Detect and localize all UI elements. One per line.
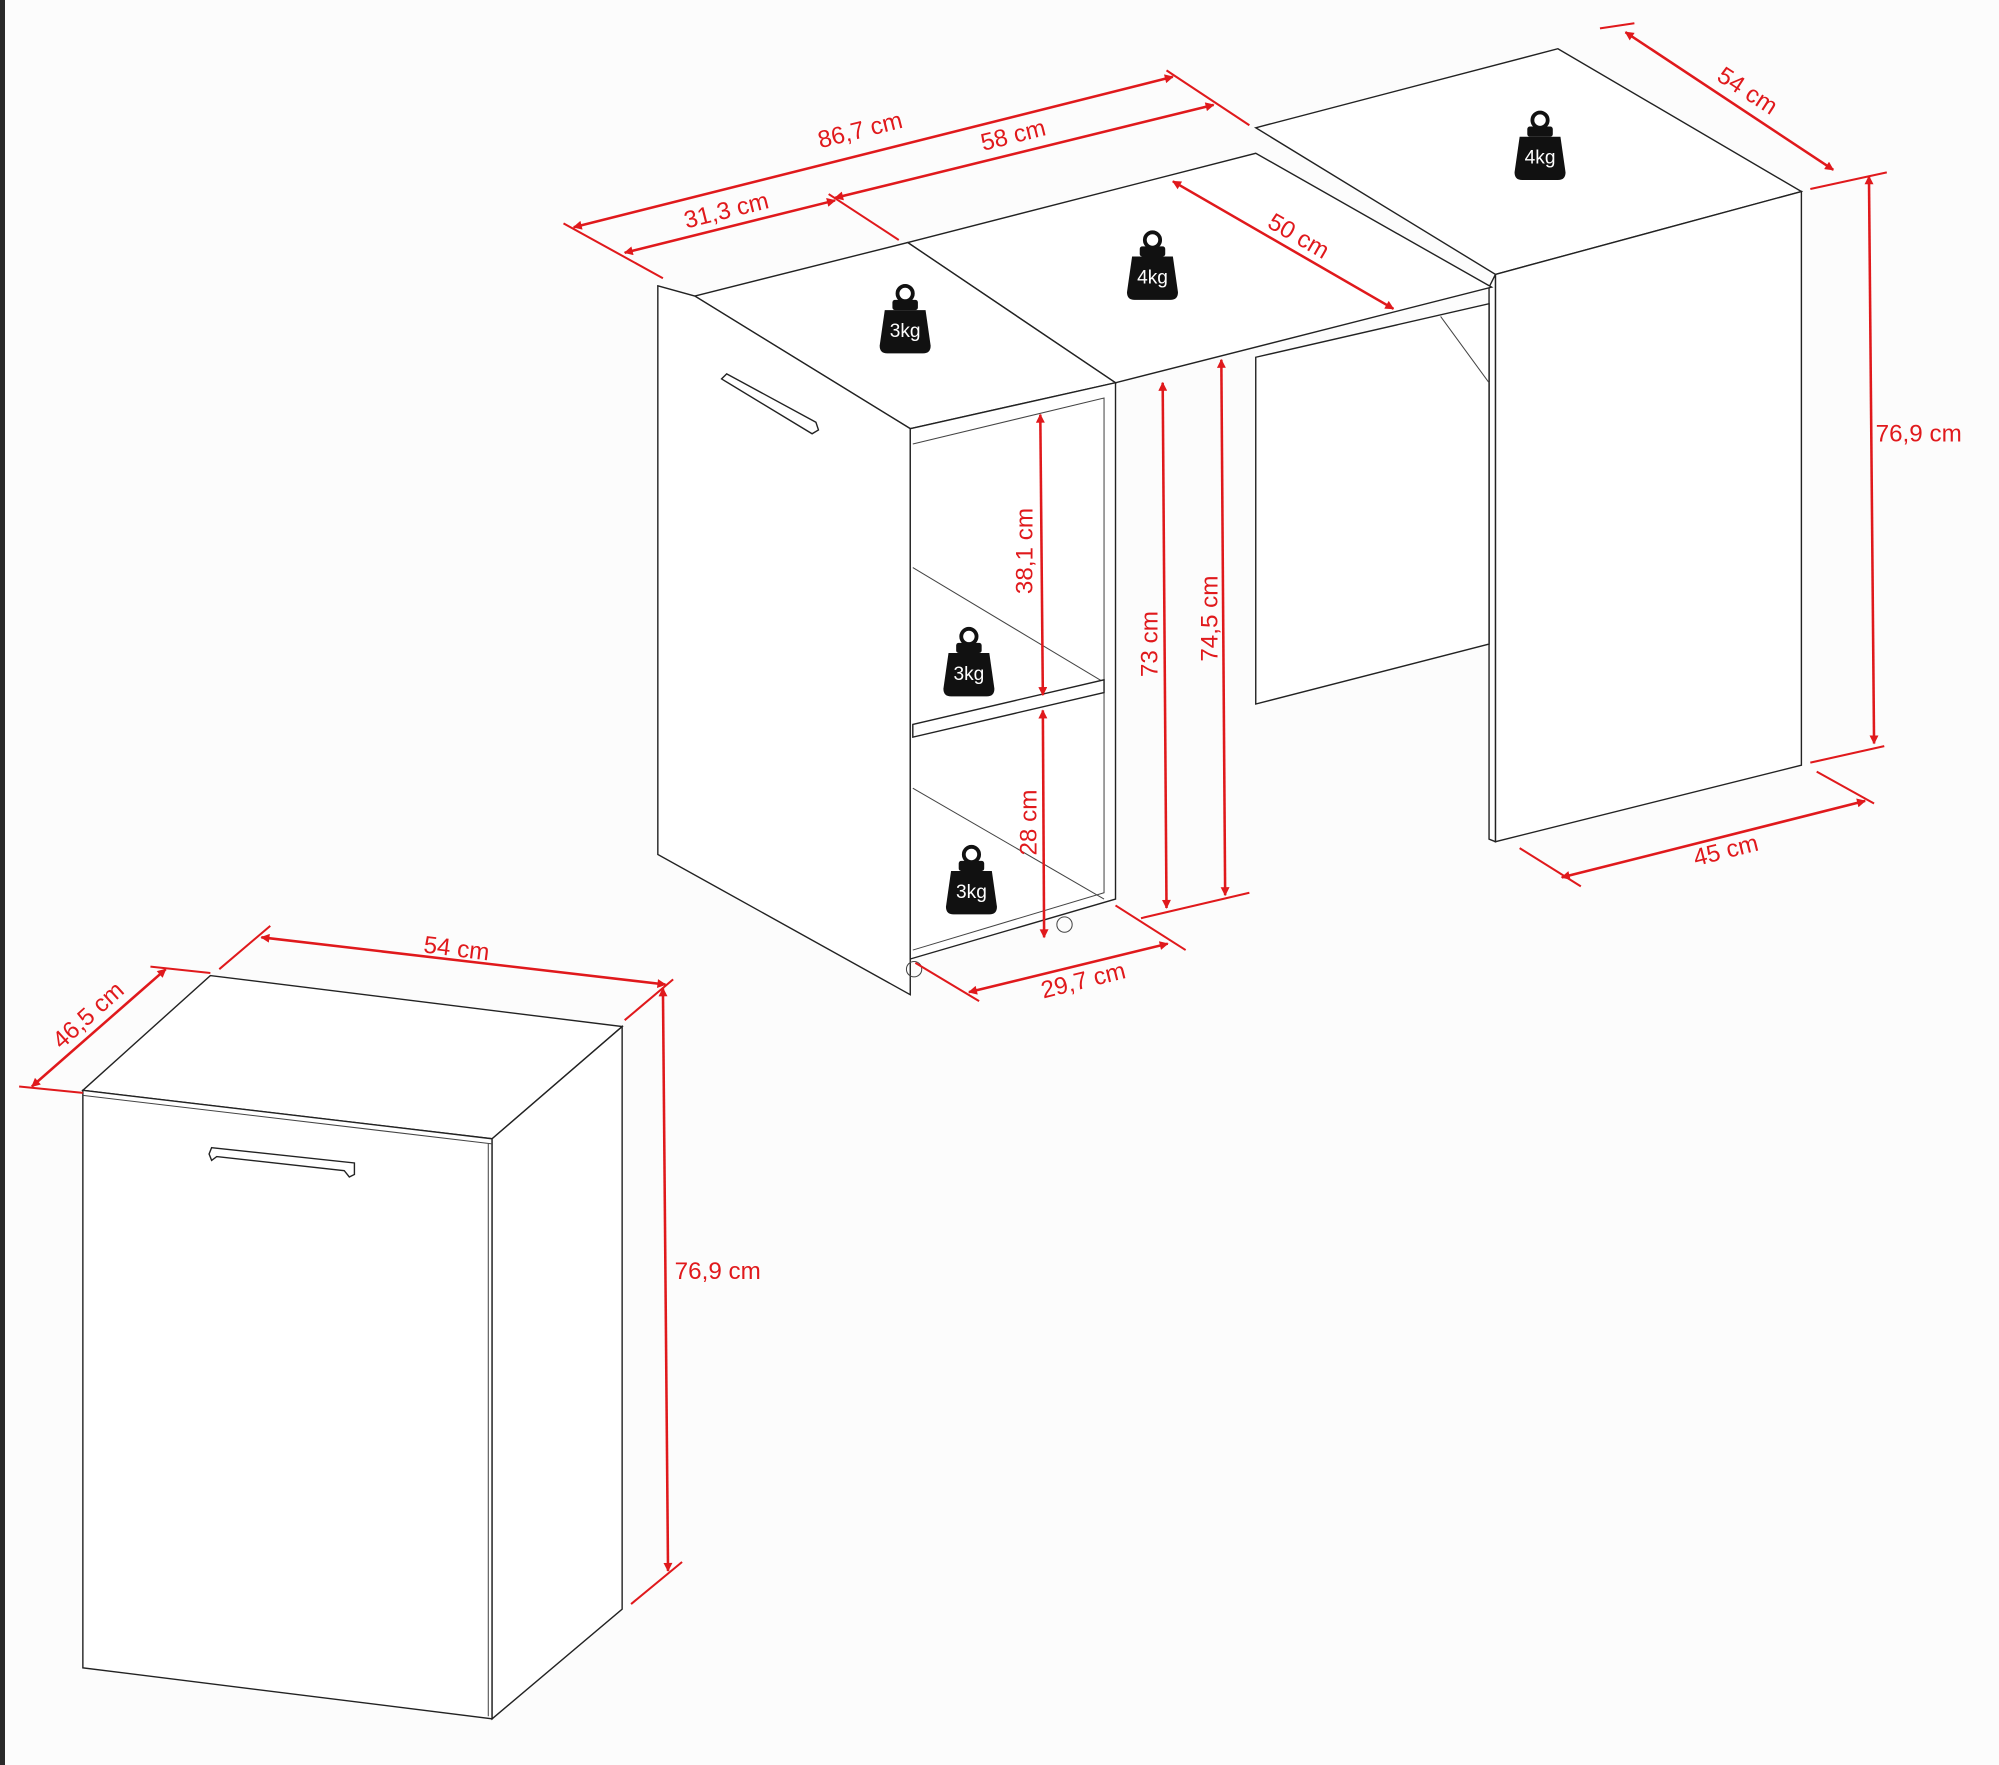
dim-closed-width: 54 cm (422, 932, 491, 967)
dim-closed-depth: 46,5 cm (47, 977, 129, 1055)
left-cabinet-shelves-frame (909, 381, 1117, 960)
door-handle (208, 1146, 356, 1178)
svg-text:3kg: 3kg (953, 664, 984, 685)
desk-open (657, 47, 1804, 996)
closed-front (82, 1089, 493, 1720)
door-handle (720, 372, 820, 435)
weight-icon: 3kg (941, 626, 997, 699)
svg-text:4kg: 4kg (1525, 147, 1556, 168)
right-cabinet-side (1488, 274, 1497, 843)
weight-icon: 3kg (877, 283, 933, 356)
svg-text:3kg: 3kg (890, 321, 921, 342)
cabinet-closed: 54 cm 46,5 cm 76,9 cm (19, 925, 761, 1721)
dim-upper-shelf: 38,1 cm (1012, 508, 1039, 594)
desk-back-panel (1255, 302, 1490, 705)
dim-right-height: 76,9 cm (1876, 420, 1962, 447)
weight-icon: 3kg (944, 844, 999, 917)
dim-closed-height: 76,9 cm (675, 1258, 761, 1285)
svg-text:3kg: 3kg (956, 882, 987, 903)
weight-icon: 4kg (1512, 110, 1568, 182)
closed-side (491, 1025, 623, 1721)
dim-clearance-outer: 74,5 cm (1197, 576, 1224, 662)
dim-lower-shelf: 28 cm (1015, 790, 1042, 856)
dim-right-width: 45 cm (1691, 830, 1762, 872)
dim-clearance-inner: 73 cm (1137, 611, 1164, 677)
dim-extension-length: 58 cm (978, 115, 1049, 157)
window-border (0, 0, 5, 1765)
svg-text:4kg: 4kg (1137, 267, 1168, 288)
right-cabinet-front (1494, 190, 1803, 843)
weight-icon: 4kg (1125, 230, 1180, 302)
